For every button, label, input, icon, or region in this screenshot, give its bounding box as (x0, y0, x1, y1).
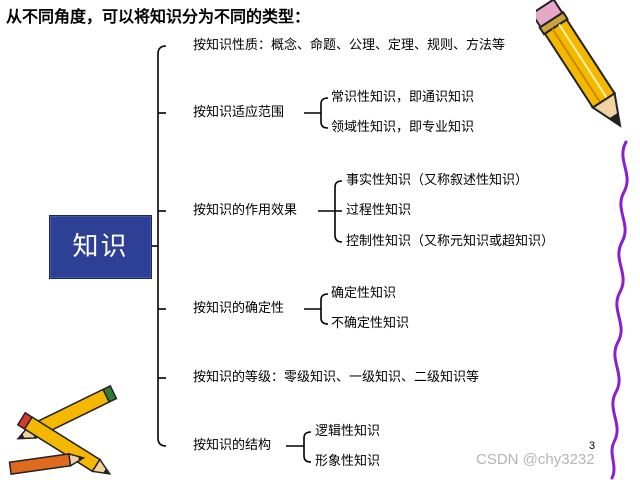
leaf-image-knowledge: 形象性知识 (315, 454, 381, 469)
leaf-uncertain-knowledge: 不确定性知识 (331, 316, 410, 331)
leaf-domain-knowledge: 领域性知识，即专业知识 (331, 120, 475, 135)
leaf-certain-knowledge: 确定性知识 (331, 286, 397, 301)
page-number: 3 (589, 440, 596, 452)
crossed-pencils-clipart (8, 384, 118, 475)
watermark: CSDN @chy3232 (476, 451, 595, 468)
squiggle-line (610, 140, 629, 480)
branch-structure: 按知识的结构 (193, 438, 272, 453)
leaf-factual-knowledge: 事实性知识（又称叙述性知识） (346, 173, 529, 188)
branch-nature: 按知识性质：概念、命题、公理、定理、规则、方法等 (193, 38, 506, 53)
branch-certainty: 按知识的确定性 (193, 301, 285, 316)
bracket-structure (303, 431, 312, 463)
pencil-clipart (536, 0, 622, 128)
branch-level: 按知识的等级：零级知识、一级知识、二级知识等 (193, 370, 480, 385)
leaf-control-knowledge: 控制性知识（又称元知识或超知识） (346, 234, 555, 249)
leaf-logical-knowledge: 逻辑性知识 (315, 424, 381, 439)
leaf-common-knowledge: 常识性知识，即通识知识 (331, 90, 475, 105)
slide-title: 从不同角度，可以将知识分为不同的类型： (6, 7, 311, 26)
bracket-scope (320, 97, 329, 129)
leaf-procedural-knowledge: 过程性知识 (346, 203, 412, 218)
root-node: 知识 (49, 215, 152, 279)
branch-scope: 按知识适应范围 (193, 105, 285, 120)
branch-effect: 按知识的作用效果 (193, 203, 298, 218)
main-trunk (157, 45, 167, 447)
bracket-certainty (320, 293, 329, 325)
